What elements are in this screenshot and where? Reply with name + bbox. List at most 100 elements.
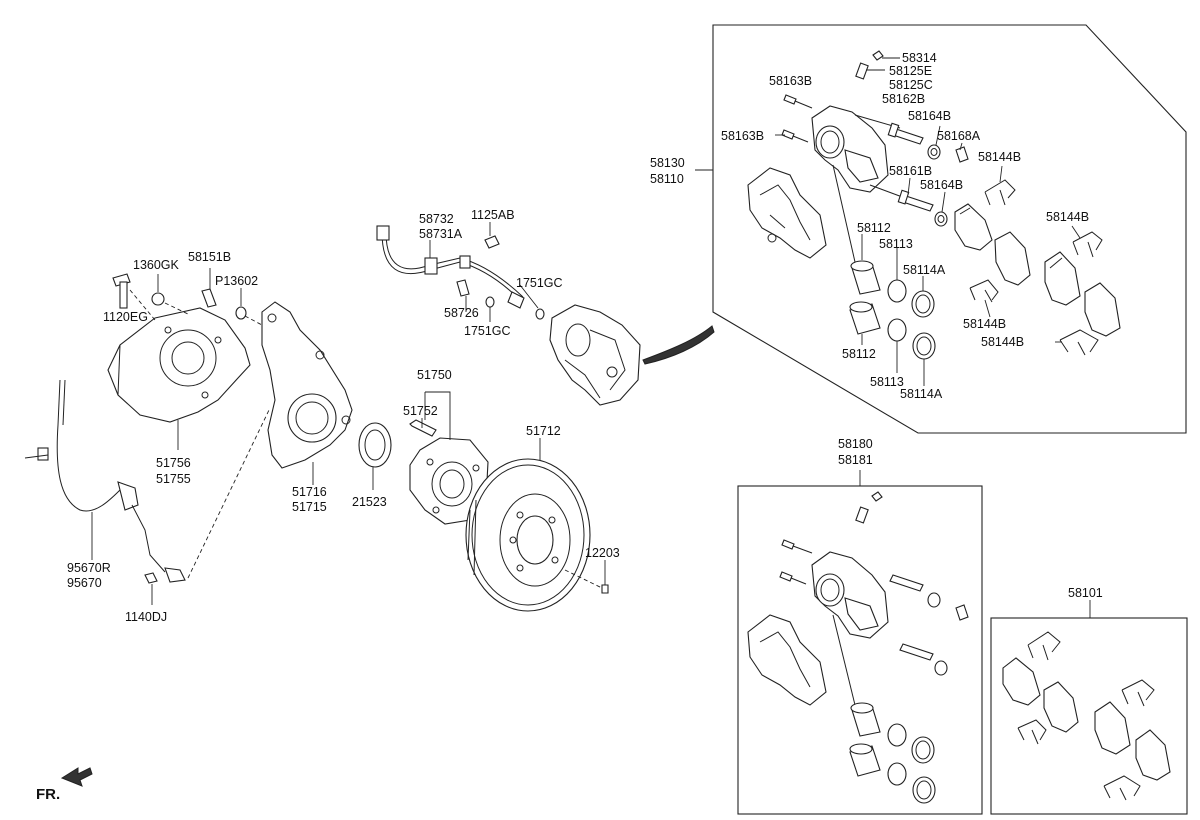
brake-hose	[376, 225, 525, 309]
label-58726: 58726	[444, 306, 479, 320]
boot-58164B-b	[934, 211, 948, 227]
label-1125AB: 1125AB	[471, 208, 515, 222]
leader-58164B-a	[935, 125, 941, 146]
bolt-58726	[456, 279, 470, 297]
label-58144B-b: 58144B	[1046, 210, 1089, 224]
dash-shield-nut	[164, 302, 191, 316]
seal-58113-a	[887, 279, 907, 303]
label-58144B-a: 58144B	[978, 150, 1021, 164]
steering-knuckle	[261, 301, 353, 469]
bolt-58151B	[201, 268, 217, 308]
label-58164B-b: 58164B	[920, 178, 963, 192]
label-1751GC-b: 1751GC	[464, 324, 511, 338]
piston-58112-b	[849, 301, 881, 335]
label-58168A: 58168A	[937, 129, 981, 143]
label-1140DJ: 1140DJ	[125, 610, 167, 624]
boot-58114A-b	[912, 332, 936, 360]
detail-callout-arrow	[642, 325, 715, 365]
leader-1751GC-a	[519, 284, 539, 309]
label-58161B: 58161B	[889, 164, 932, 178]
leader-58144B-a	[999, 165, 1003, 183]
screw-12203	[564, 560, 609, 594]
hub-seal	[358, 422, 392, 468]
boot-58164B-a	[927, 144, 941, 160]
bolt-58163B-a	[783, 94, 813, 109]
piston-58112-a	[850, 260, 881, 295]
pad-clip-b	[1072, 231, 1103, 258]
pad-clip-d	[1059, 329, 1099, 356]
orientation-label: FR.	[36, 786, 60, 803]
label-51716: 51716	[292, 485, 327, 499]
bolt-58163B-b	[775, 129, 809, 143]
label-58181: 58181	[838, 453, 873, 467]
label-58130: 58130	[650, 156, 685, 170]
label-P13602: P13602	[215, 274, 258, 288]
label-58151B: 58151B	[188, 250, 231, 264]
label-58113-a: 58113	[879, 237, 913, 251]
brake-pad-inner	[954, 203, 993, 251]
dust-shield	[107, 307, 251, 423]
pad-clip-c	[969, 279, 999, 303]
leader-58144B-b	[1071, 225, 1081, 239]
leader-58144B-c	[984, 299, 991, 318]
nut-P13602	[235, 306, 247, 320]
label-21523: 21523	[352, 495, 387, 509]
leader-58164B-b	[941, 191, 946, 213]
brake-pad-outer-c	[1084, 282, 1121, 337]
piston-guide-line	[832, 164, 856, 263]
label-12203: 12203	[585, 546, 620, 560]
label-95670R: 95670R	[67, 561, 111, 575]
label-51752: 51752	[403, 404, 438, 418]
label-58114A-a: 58114A	[903, 263, 946, 277]
label-58180: 58180	[838, 437, 873, 451]
abs-sensor-cable	[24, 379, 271, 583]
bolt-1120EG	[112, 273, 131, 309]
plug-58168A	[955, 146, 969, 163]
hub-bolt-51752	[409, 419, 437, 437]
label-58101: 58101	[1068, 586, 1103, 600]
nut-1360GK	[151, 292, 165, 306]
leader-51750	[424, 391, 451, 440]
label-58163B-a: 58163B	[769, 74, 812, 88]
caliper-housing	[811, 105, 906, 199]
label-51750: 51750	[417, 368, 452, 382]
caliper-carrier	[747, 167, 827, 259]
brake-pad-outer-b	[1044, 251, 1081, 306]
bolt-1140DJ	[144, 572, 158, 605]
label-1360GK: 1360GK	[133, 258, 180, 272]
seal-58113-b	[887, 318, 907, 342]
label-58144B-c: 58144B	[963, 317, 1006, 331]
main-caliper	[549, 304, 641, 406]
label-51712: 51712	[526, 424, 561, 438]
label-58112-b: 58112	[842, 347, 876, 361]
boot-58114A-a	[911, 290, 935, 318]
pin-58314	[872, 50, 900, 61]
leader-58168A	[959, 142, 963, 151]
label-58164B-a: 58164B	[908, 109, 951, 123]
pad-kit-box	[990, 617, 1188, 815]
pad-clip-a	[984, 179, 1016, 206]
bolt-1125AB	[484, 235, 500, 249]
label-51756: 51756	[156, 456, 191, 470]
label-58731A: 58731A	[419, 227, 463, 241]
label-58112-a: 58112	[857, 221, 891, 235]
label-51755: 51755	[156, 472, 191, 486]
label-58125E: 58125E	[889, 64, 932, 78]
label-51715: 51715	[292, 500, 327, 514]
caliper-kit-parts	[747, 491, 969, 804]
leader-58161B	[907, 177, 911, 196]
label-58110: 58110	[650, 172, 684, 186]
label-58162B: 58162B	[882, 92, 925, 106]
label-58113-b: 58113	[870, 375, 904, 389]
label-58163B-b: 58163B	[721, 129, 764, 143]
label-58732: 58732	[419, 212, 454, 226]
washer-1751GC-a	[535, 308, 545, 320]
brake-pad-outer-a	[994, 231, 1031, 286]
label-58125C: 58125C	[889, 78, 933, 92]
guide-pin-58161B	[897, 189, 934, 212]
brake-disc	[465, 458, 591, 612]
caliper-assembly-panel	[712, 24, 1187, 434]
label-58114A-b: 58114A	[900, 387, 943, 401]
dash-shield-knuckle	[244, 315, 263, 326]
